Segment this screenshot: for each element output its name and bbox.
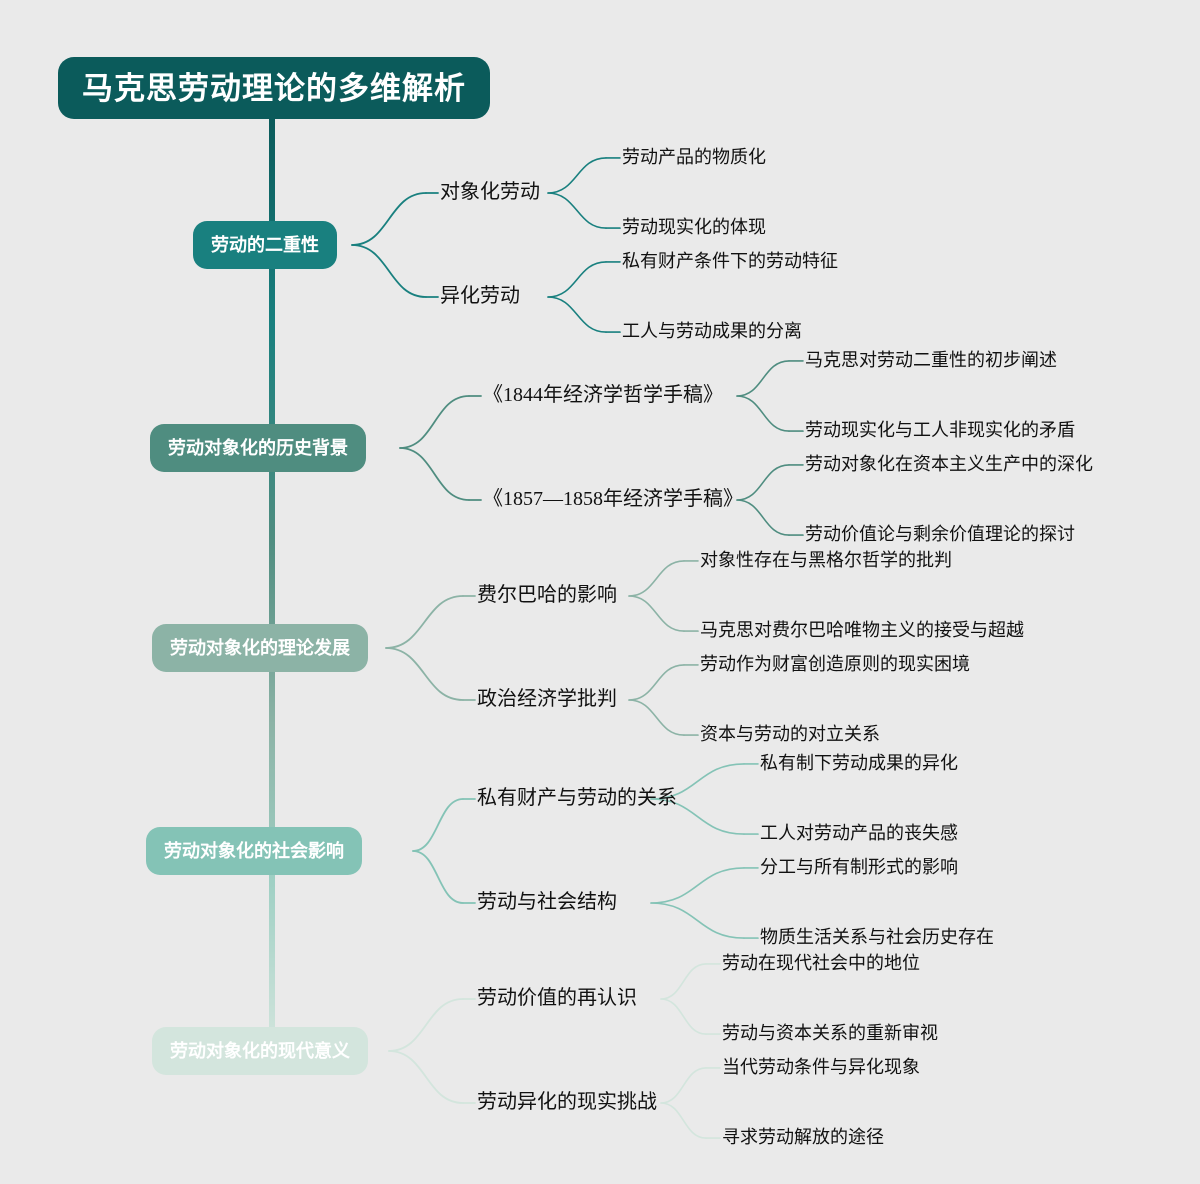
branch-node-label: 劳动对象化的历史背景 [168,438,348,458]
leaf-node[interactable]: 工人对劳动产品的丧失感 [760,823,958,844]
subtopic-node[interactable]: 劳动与社会结构 [477,891,617,913]
leaf-node[interactable]: 寻求劳动解放的途径 [722,1127,884,1148]
subtopic-node[interactable]: 异化劳动 [440,285,520,307]
leaf-node[interactable]: 当代劳动条件与异化现象 [722,1056,920,1077]
leaf-node[interactable]: 私有财产条件下的劳动特征 [622,250,838,271]
leaf-node[interactable]: 劳动在现代社会中的地位 [722,952,920,973]
leaf-node[interactable]: 劳动对象化在资本主义生产中的深化 [805,453,1093,474]
branch-node[interactable]: 劳动对象化的历史背景 [150,424,366,472]
subtopic-node[interactable]: 《1857—1858年经济学手稿》 [483,488,743,510]
branch-node-label: 劳动的二重性 [211,235,319,255]
leaf-node[interactable]: 分工与所有制形式的影响 [760,856,958,877]
leaf-node[interactable]: 私有制下劳动成果的异化 [760,752,958,773]
leaf-node[interactable]: 劳动与资本关系的重新审视 [722,1023,938,1044]
leaf-node[interactable]: 劳动价值论与剩余价值理论的探讨 [805,524,1075,545]
branch-node[interactable]: 劳动对象化的理论发展 [152,624,368,672]
branch-node-label: 劳动对象化的现代意义 [170,1041,350,1061]
leaf-node[interactable]: 劳动现实化的体现 [622,217,766,238]
branch-node-label: 劳动对象化的理论发展 [170,638,350,658]
leaf-node[interactable]: 物质生活关系与社会历史存在 [760,927,994,948]
leaf-node[interactable]: 马克思对劳动二重性的初步阐述 [805,349,1057,370]
subtopic-node[interactable]: 私有财产与劳动的关系 [477,787,677,809]
subtopic-node[interactable]: 劳动异化的现实挑战 [477,1091,657,1113]
leaf-node[interactable]: 对象性存在与黑格尔哲学的批判 [700,549,952,570]
leaf-node[interactable]: 马克思对费尔巴哈唯物主义的接受与超越 [700,620,1024,641]
branch-node[interactable]: 劳动对象化的社会影响 [146,827,362,875]
mindmap-title: 马克思劳动理论的多维解析 [58,57,490,119]
subtopic-node[interactable]: 费尔巴哈的影响 [477,584,617,606]
leaf-node[interactable]: 劳动产品的物质化 [622,146,766,167]
leaf-node[interactable]: 劳动现实化与工人非现实化的矛盾 [805,420,1075,441]
leaf-node[interactable]: 工人与劳动成果的分离 [622,321,802,342]
subtopic-node[interactable]: 政治经济学批判 [477,688,617,710]
branch-node[interactable]: 劳动对象化的现代意义 [152,1027,368,1075]
leaf-node[interactable]: 资本与劳动的对立关系 [700,724,880,745]
branch-node-label: 劳动对象化的社会影响 [164,841,344,861]
leaf-node[interactable]: 劳动作为财富创造原则的现实困境 [700,653,970,674]
subtopic-node[interactable]: 《1844年经济学哲学手稿》 [483,384,723,406]
subtopic-node[interactable]: 劳动价值的再认识 [477,987,637,1009]
subtopic-node[interactable]: 对象化劳动 [440,181,540,203]
branch-node[interactable]: 劳动的二重性 [193,221,337,269]
mindmap-title-label: 马克思劳动理论的多维解析 [82,70,466,106]
